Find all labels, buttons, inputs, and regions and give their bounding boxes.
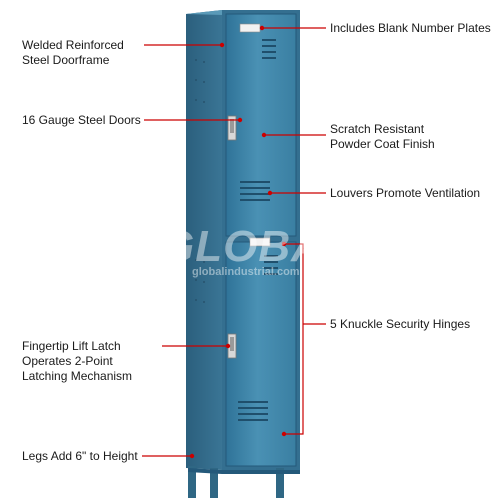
callout-finish: Scratch Resistant Powder Coat Finish (330, 122, 435, 152)
callout-doors: 16 Gauge Steel Doors (22, 113, 141, 128)
callout-latch-line2: Operates 2-Point (22, 354, 113, 368)
watermark-logo: GLOBAL (160, 222, 352, 271)
louvers-upper-top (262, 39, 276, 59)
callout-latch-line1: Fingertip Lift Latch (22, 339, 121, 353)
lower-door (225, 241, 297, 467)
number-plate-upper (239, 23, 261, 33)
callout-lines (142, 25, 326, 459)
louvers-upper-bottom (240, 181, 270, 201)
callout-doorframe-line1: Welded Reinforced (22, 38, 124, 52)
number-plate-lower (249, 237, 271, 247)
callout-legs-text: Legs Add 6" to Height (22, 449, 138, 463)
locker-side-panel (186, 10, 222, 470)
callout-hinges-text: 5 Knuckle Security Hinges (330, 317, 471, 331)
watermark-site: globalindustrial.com (192, 266, 300, 278)
side-vents (195, 59, 205, 303)
callout-number-plates: Includes Blank Number Plates (330, 21, 491, 36)
callout-doors-text: 16 Gauge Steel Doors (22, 113, 141, 127)
callout-latch: Fingertip Lift Latch Operates 2-Point La… (22, 339, 132, 384)
callout-finish-line2: Powder Coat Finish (330, 137, 435, 151)
callout-latch-line3: Latching Mechanism (22, 369, 133, 383)
callout-louvers: Louvers Promote Ventilation (330, 186, 480, 201)
callout-louvers-text: Louvers Promote Ventilation (330, 186, 481, 200)
callout-number-plates-text: Includes Blank Number Plates (330, 21, 491, 35)
latch-upper (227, 115, 237, 141)
leg-base (188, 468, 300, 474)
locker-legs (188, 466, 284, 498)
callout-legs: Legs Add 6" to Height (22, 449, 138, 464)
upper-door (225, 13, 297, 237)
callout-finish-line1: Scratch Resistant (330, 122, 425, 136)
callout-hinges: 5 Knuckle Security Hinges (330, 317, 470, 332)
callout-doorframe: Welded Reinforced Steel Doorframe (22, 38, 124, 68)
louvers-lower-bottom (238, 401, 268, 421)
callout-bracket-hinges (284, 243, 304, 435)
callout-doorframe-line2: Steel Doorframe (22, 53, 110, 67)
louvers-lower-top (264, 255, 278, 275)
